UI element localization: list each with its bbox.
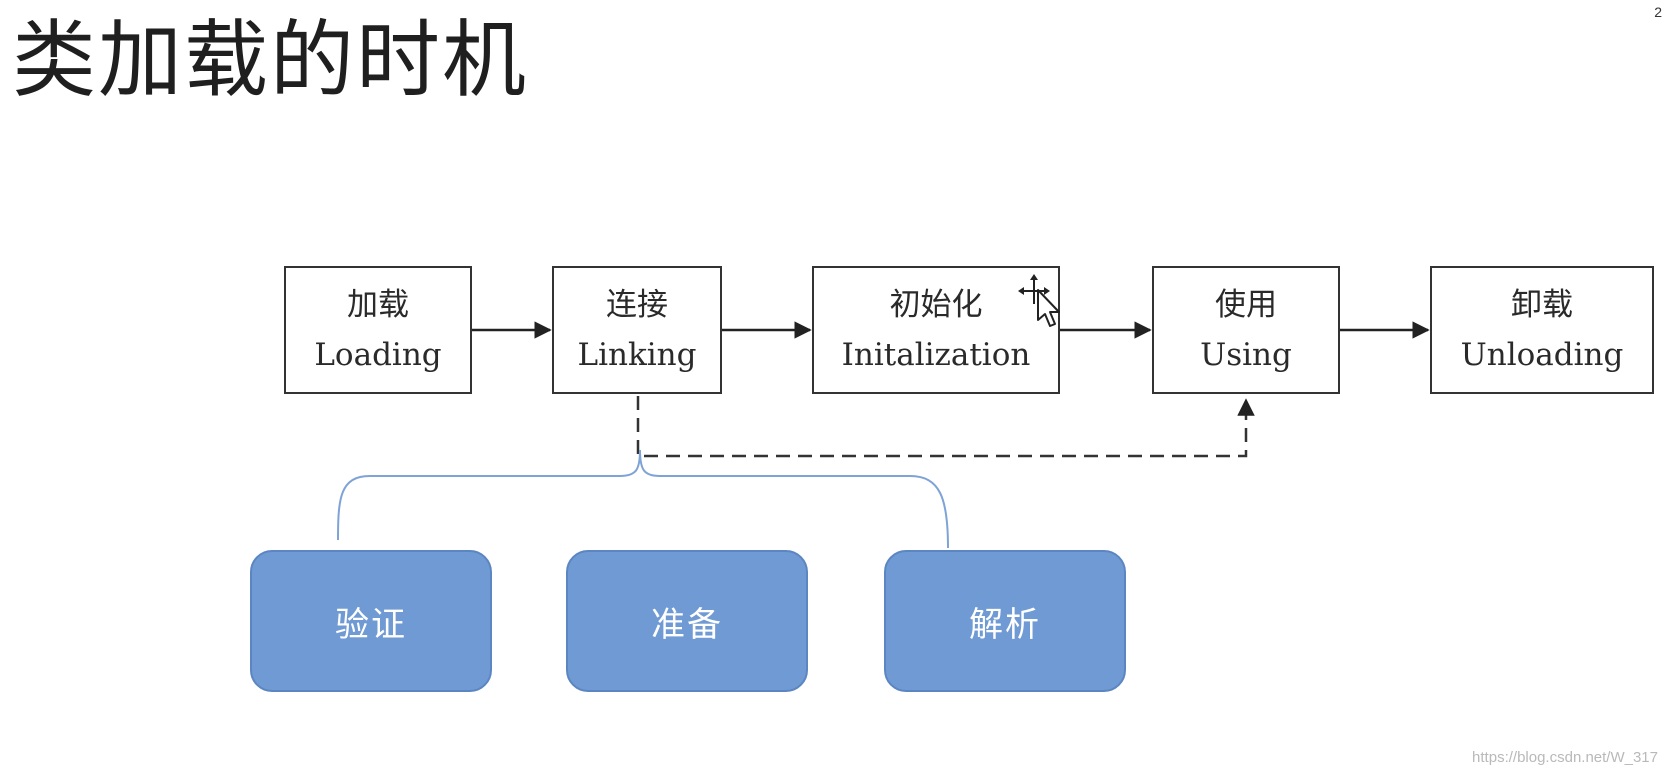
stage-box-initialization: 初始化 Initalization bbox=[812, 266, 1060, 394]
stage-linking-en: Linking bbox=[577, 337, 697, 373]
stage-initialization-cn: 初始化 bbox=[889, 287, 983, 323]
stage-box-linking: 连接 Linking bbox=[552, 266, 722, 394]
watermark-text: https://blog.csdn.net/W_317 bbox=[1472, 749, 1658, 766]
corner-page-mark: 2 bbox=[1654, 4, 1662, 20]
stage-box-loading: 加载 Loading bbox=[284, 266, 472, 394]
stage-loading-en: Loading bbox=[314, 337, 442, 373]
substep-resolution: 解析 bbox=[884, 550, 1126, 692]
move-cursor-icon bbox=[1018, 274, 1060, 327]
stage-unloading-cn: 卸载 bbox=[1511, 287, 1573, 323]
stage-loading-cn: 加载 bbox=[347, 287, 409, 323]
stage-linking-cn: 连接 bbox=[606, 287, 668, 323]
substep-preparation-label: 准备 bbox=[651, 604, 723, 645]
substep-verification-label: 验证 bbox=[335, 604, 407, 645]
linking-substeps-bracket bbox=[337, 449, 949, 549]
stage-box-using: 使用 Using bbox=[1152, 266, 1340, 394]
stage-initialization-en: Initalization bbox=[841, 337, 1031, 373]
stage-box-unloading: 卸载 Unloading bbox=[1430, 266, 1654, 394]
stage-unloading-en: Unloading bbox=[1460, 337, 1624, 373]
substep-resolution-label: 解析 bbox=[969, 604, 1041, 645]
stage-using-en: Using bbox=[1200, 337, 1292, 373]
substep-verification: 验证 bbox=[250, 550, 492, 692]
stage-using-cn: 使用 bbox=[1215, 287, 1277, 323]
slide-title: 类加载的时机 bbox=[12, 11, 529, 109]
substep-preparation: 准备 bbox=[566, 550, 808, 692]
dashed-arrow-linking-to-using bbox=[636, 396, 1255, 458]
